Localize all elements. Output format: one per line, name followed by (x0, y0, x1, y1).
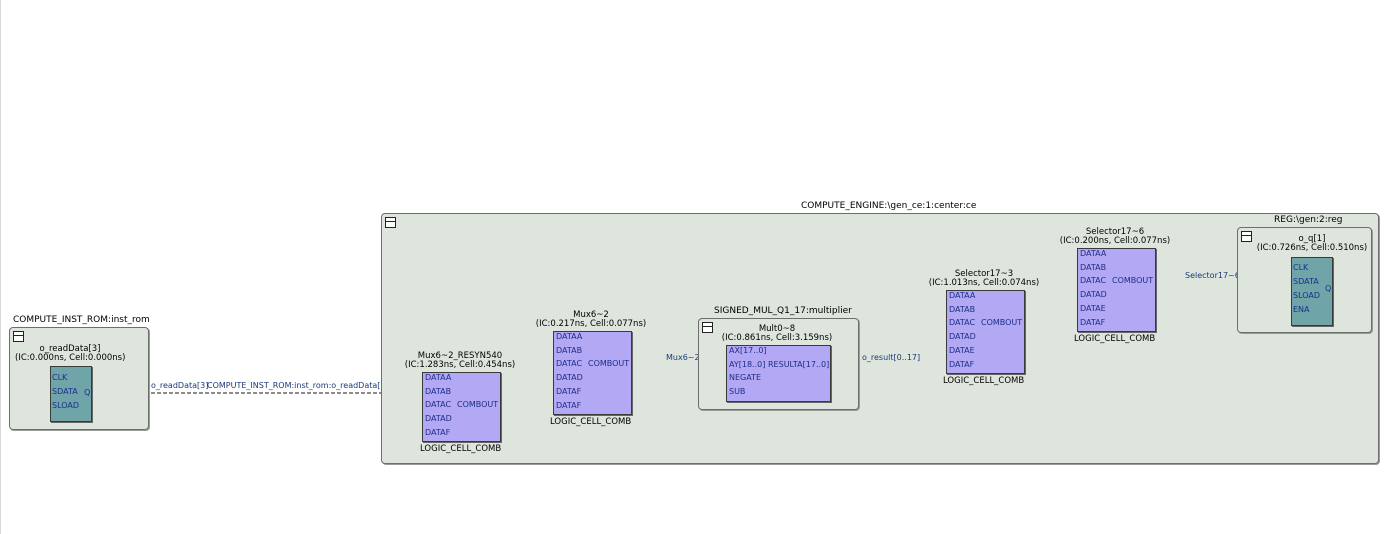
port-q: Q (1325, 284, 1332, 293)
port-dataa: DATAA (949, 291, 976, 300)
wire-label-selector17-6: Selector17~6 (1185, 271, 1240, 280)
logic-cell-selector17-3[interactable] (946, 290, 1025, 374)
port-combout: COMBOUT (588, 359, 630, 368)
collapse-icon[interactable] (1241, 231, 1252, 242)
port-datab: DATAB (949, 305, 976, 314)
node-timing-mult: (IC:0.861ns, Cell:3.159ns) (721, 333, 833, 343)
port-datac: DATAC (949, 318, 976, 327)
node-timing-sel3: (IC:1.013ns, Cell:0.074ns) (928, 278, 1040, 288)
port-dataf: DATAF (556, 401, 582, 410)
multiplier-mult0-8[interactable] (726, 345, 831, 402)
port-resulta: RESULTA[17..0] (768, 360, 830, 369)
logic-cell-selector17-6[interactable] (1077, 248, 1156, 332)
port-sload: SLOAD (1293, 291, 1321, 300)
port-datad: DATAD (556, 373, 583, 382)
port-clk: CLK (52, 373, 68, 382)
port-datae: DATAE (1080, 304, 1106, 313)
port-combout: COMBOUT (1112, 276, 1154, 285)
port-datac: DATAC (1080, 276, 1107, 285)
node-timing-oq: (IC:0.726ns, Cell:0.510ns) (1256, 243, 1368, 253)
group-title-compute-engine: COMPUTE_ENGINE:\gen_ce:1:center:ce (801, 201, 977, 211)
port-combout: COMBOUT (457, 400, 499, 409)
port-datac: DATAC (425, 400, 452, 409)
node-name-sel3: Selector17~3 (954, 269, 1014, 279)
port-sload: SLOAD (52, 401, 80, 410)
group-title-reg: REG:\gen:2:reg (1274, 215, 1343, 225)
logic-cell-mux6-2[interactable] (553, 331, 632, 415)
node-name-mult: Mult0~8 (758, 324, 796, 334)
port-sdata: SDATA (52, 387, 78, 396)
node-kind-sel6: LOGIC_CELL_COMB (1074, 334, 1156, 344)
port-combout: COMBOUT (981, 318, 1023, 327)
node-kind-mux62: LOGIC_CELL_COMB (550, 417, 632, 427)
register-o-readdata-3[interactable] (50, 366, 92, 422)
node-timing-mux62: (IC:0.217ns, Cell:0.077ns) (535, 319, 647, 329)
node-timing-mux-resyn: (IC:1.283ns, Cell:0.454ns) (404, 360, 516, 370)
port-sdata: SDATA (1293, 277, 1319, 286)
port-sub: SUB (729, 387, 746, 396)
port-ay: AY[18..0] (729, 360, 766, 369)
collapse-icon[interactable] (13, 331, 24, 342)
port-dataf: DATAF (949, 360, 975, 369)
port-datae: DATAF (556, 387, 582, 396)
wire-label-o-result: o_result[0..17] (862, 353, 921, 362)
port-dataa: DATAA (425, 373, 452, 382)
register-o-q-1[interactable] (1291, 257, 1333, 326)
node-timing-rom-reg: (IC:0.000ns, Cell:0.000ns) (15, 353, 126, 363)
wire-label-rom-readdata: COMPUTE_INST_ROM:inst_rom:o_readData[3] (207, 381, 389, 390)
port-datad: DATAD (1080, 290, 1107, 299)
port-ena: ENA (1293, 305, 1310, 314)
node-timing-sel6: (IC:0.200ns, Cell:0.077ns) (1059, 236, 1171, 246)
port-datad: DATAD (425, 414, 452, 423)
port-q: Q (84, 388, 91, 397)
logic-cell-mux-resyn540[interactable] (422, 372, 501, 442)
port-ax: AX[17..0] (729, 346, 767, 355)
port-dataa: DATAA (1080, 249, 1107, 258)
node-name-oq: o_q[1] (1298, 234, 1326, 244)
port-datad: DATAD (949, 332, 976, 341)
collapse-icon[interactable] (702, 322, 713, 333)
node-name-sel6: Selector17~6 (1085, 227, 1145, 237)
wire-label-mux6-2: Mux6~2 (666, 353, 700, 362)
collapse-icon[interactable] (385, 217, 396, 228)
port-dataa: DATAA (556, 332, 583, 341)
port-dataf: DATAF (1080, 318, 1106, 327)
node-kind-sel3: LOGIC_CELL_COMB (943, 376, 1025, 386)
node-name-mux-resyn: Mux6~2_RESYN540 (417, 351, 503, 361)
port-clk: CLK (1293, 263, 1309, 272)
port-datab: DATAB (1080, 263, 1107, 272)
port-negate: NEGATE (729, 373, 762, 382)
port-datae: DATAE (949, 346, 975, 355)
wire-label-o-readdata: o_readData[3] (151, 381, 209, 390)
port-datab: DATAB (556, 346, 583, 355)
group-title-rom: COMPUTE_INST_ROM:inst_rom (13, 315, 150, 325)
node-name-mux62: Mux6~2 (573, 310, 609, 320)
node-kind-mux-resyn: LOGIC_CELL_COMB (420, 444, 502, 454)
port-datab: DATAB (425, 387, 452, 396)
port-datac: DATAC (556, 359, 583, 368)
group-title-multiplier: SIGNED_MUL_Q1_17:multiplier (714, 306, 852, 316)
group-compute-engine[interactable] (381, 213, 1379, 464)
left-edge-line (0, 0, 1, 534)
port-dataf: DATAF (425, 428, 451, 437)
node-name-rom-reg: o_readData[3] (39, 344, 101, 354)
